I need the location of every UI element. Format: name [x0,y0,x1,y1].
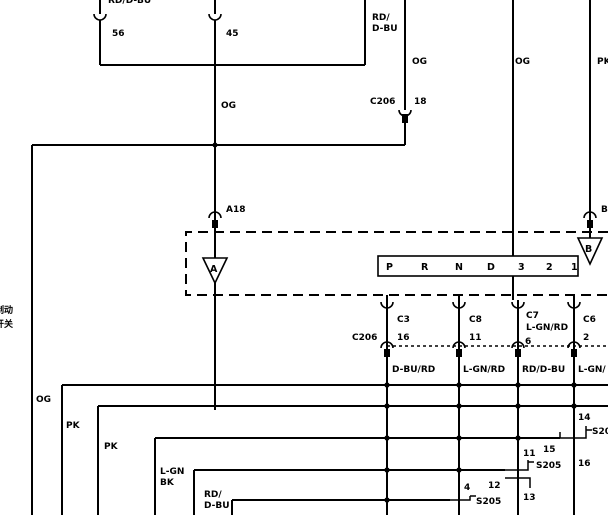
splice-bracket-s205-b [450,496,471,501]
splice-node [515,403,521,409]
splice-num-13: 13 [523,493,536,503]
wire-label-pk-left-1: PK [66,421,81,431]
prnd-positions: P R N D 3 2 1 [386,262,578,273]
switch-label-line1: 制动 [0,304,13,316]
pin-45-label: 45 [226,29,239,39]
switch-position-1: 1 [571,262,578,273]
connector-label-b: B [601,205,608,215]
splice-label-s20: S20 [592,427,608,437]
wire-label-og-left: OG [36,395,51,405]
pin-a18 [212,220,218,228]
c206-cap-6 [511,341,525,349]
wire-label-dbu-rd: D-BU/RD [392,365,435,375]
wire-label-rd-dbu-top: RD/D-BU [372,13,398,34]
splice-bracket-s205-a [505,460,529,471]
c206-pin-11 [456,349,462,357]
connector-label-c206-lower: C206 [352,333,377,343]
splice-node [456,403,462,409]
switch-position-2: 2 [546,262,553,273]
wire-label-lgn-rd: L-GN/RD [463,365,505,375]
splice-bracket-lower [505,477,531,488]
splice-node [456,467,462,473]
splice-label-s205-a: S205 [536,461,561,471]
connector-label-c3: C3 [397,315,410,325]
splice-node [456,435,462,441]
splice-bracket-s20 [559,426,587,439]
splice-num-12: 12 [488,481,501,491]
connector-c7 [511,301,525,309]
pin-label-2: 2 [583,333,589,343]
connector-c3 [380,301,394,309]
pin-b [587,220,593,228]
switch-position-d: D [487,262,495,273]
wire-label-rd-dbu-left: RD/D-BU [204,490,230,511]
connector-label-c7: C7 [526,311,539,321]
splice-node [515,435,521,441]
pin-c206-upper [402,114,408,123]
splice-node [384,435,390,441]
connector-label-c6: C6 [583,315,596,325]
pin-label-6: 6 [525,337,531,347]
connector-label-c206-upper: C206 [370,97,395,107]
splice-label-s205-b: S205 [476,497,501,507]
connector-a18 [208,211,222,219]
top-fragment-rd-dbu: RD/D-BU [108,0,151,6]
splice-node-og [212,142,218,148]
wire-label-og-main: OG [221,101,236,111]
wire-label-pk-left-2: PK [104,442,119,452]
switch-position-n: N [455,262,463,273]
c206-cap-16 [380,341,394,349]
splice-node [384,497,390,503]
splice-num-15: 15 [543,445,556,455]
arrow-a [201,257,229,285]
splice-node [456,382,462,388]
pin-label-16: 16 [397,333,410,343]
splice-node [384,467,390,473]
switch-label-line2: 开关 [0,318,13,330]
switch-position-3: 3 [518,262,525,273]
wire-label-lgn-rd-c7: L-GN/RD [526,323,568,333]
wire-label-og-right: OG [412,57,427,67]
connector-45 [208,13,222,21]
connector-c6 [567,301,581,309]
arrow-a-label: A [210,264,218,275]
splice-node [384,382,390,388]
prnd321-strip [377,255,579,277]
c206-pin-16 [384,349,390,357]
connector-b [583,211,597,219]
pin-56-label: 56 [112,29,125,39]
pin-label-11: 11 [469,333,482,343]
wire-label-pk-right: PK [597,57,608,67]
wire-label-lgn-cut: L-GN/ [578,365,606,375]
switch-position-r: R [421,262,429,273]
connector-label-c8: C8 [469,315,482,325]
splice-num-11: 11 [523,449,536,459]
splice-node [571,382,577,388]
splice-num-14: 14 [578,413,591,423]
connector-label-a18: A18 [226,205,246,215]
arrow-b [576,237,604,266]
connector-56 [93,13,107,21]
switch-housing [185,231,608,296]
c206-pin-6 [515,349,521,357]
wire-label-og-right2: OG [515,57,530,67]
splice-node [384,403,390,409]
switch-position-p: P [386,262,393,273]
c206-cap-11 [452,341,466,349]
splice-num-16: 16 [578,459,591,469]
arrow-b-label: B [585,244,592,255]
c206-cap-2 [567,341,581,349]
wire-label-rd-dbu: RD/D-BU [522,365,565,375]
connector-c8 [452,301,466,309]
splice-node [571,403,577,409]
pin-label-18: 18 [414,97,427,107]
c206-pin-2 [571,349,577,357]
splice-node [515,382,521,388]
splice-num-4: 4 [464,483,470,493]
